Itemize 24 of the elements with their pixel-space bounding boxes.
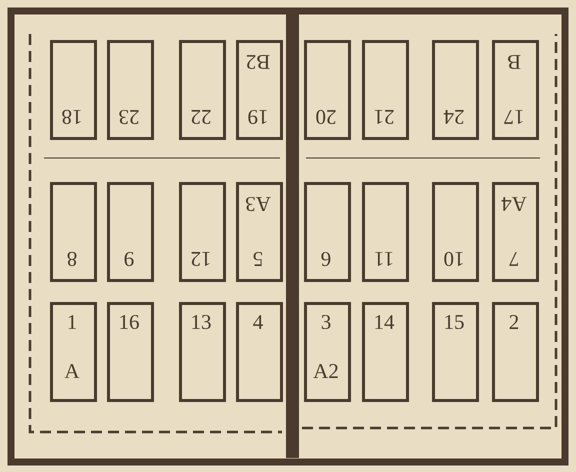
page-box: 2 bbox=[492, 302, 539, 402]
page-box: 18 bbox=[50, 40, 97, 140]
page-box: 14 bbox=[362, 302, 409, 402]
page-box: 12 bbox=[179, 182, 226, 282]
page-box: 8 bbox=[50, 182, 97, 282]
page-box: 22 bbox=[179, 40, 226, 140]
page-box: 16 bbox=[107, 302, 154, 402]
page-box: 21 bbox=[362, 40, 409, 140]
page-box: 9 bbox=[107, 182, 154, 282]
page-box: 11 bbox=[362, 182, 409, 282]
page-box: 17 B bbox=[492, 40, 539, 140]
page-box: 10 bbox=[432, 182, 479, 282]
page-box: 13 bbox=[179, 302, 226, 402]
page-box: 4 bbox=[236, 302, 283, 402]
page-box: 5 A3 bbox=[236, 182, 283, 282]
page-box: 7 A4 bbox=[492, 182, 539, 282]
page-box: 19 B2 bbox=[236, 40, 283, 140]
page-box: 15 bbox=[432, 302, 479, 402]
page-box: 3 A2 bbox=[304, 302, 351, 402]
page-box: 23 bbox=[107, 40, 154, 140]
page-box: 6 bbox=[304, 182, 351, 282]
page-box: 1 A bbox=[50, 302, 97, 402]
page-box: 24 bbox=[432, 40, 479, 140]
page-box: 20 bbox=[304, 40, 351, 140]
